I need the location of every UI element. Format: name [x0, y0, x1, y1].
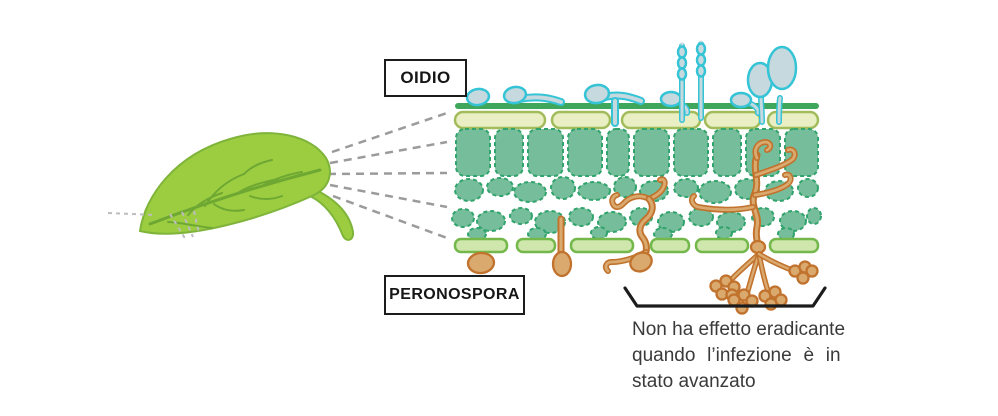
lower-epidermis-cells — [453, 237, 820, 254]
peronospora-hypha-mid-icon — [602, 176, 668, 274]
peronospora-stalked-spore-icon — [551, 215, 573, 278]
oidio-structures — [465, 40, 798, 127]
caption-line-3: stato avanzato — [632, 371, 756, 392]
leaf-detail-dashes — [107, 210, 200, 241]
leaf-petiole-icon — [308, 188, 355, 241]
caption-text: Non ha effetto eradicante quando l’infez… — [632, 317, 850, 395]
oidio-conidiophore-icon — [695, 40, 707, 121]
caption-line-2: quando l’infezione è in — [632, 345, 841, 366]
oidio-label: OIDIO — [400, 68, 451, 87]
oidio-stalked-spore-icon — [746, 61, 774, 125]
peronospora-structures — [466, 139, 819, 315]
oidio-germinating-conidium-icon — [502, 85, 565, 106]
caption-line-1: Non ha effetto eradicante — [632, 319, 846, 340]
peronospora-label: PERONOSPORA — [389, 286, 520, 303]
oidio-stalked-spore-icon — [766, 45, 798, 125]
emphasis-bracket — [623, 286, 827, 308]
oidio-label-box: OIDIO — [384, 59, 467, 97]
oidio-conidium-icon — [465, 87, 491, 107]
leaf-blade-icon — [138, 132, 331, 235]
leaf-illustration — [107, 132, 355, 241]
upper-epidermis-cells — [453, 110, 820, 130]
oidio-conidiophore-icon — [676, 42, 688, 123]
oidio-appressorium-icon — [729, 91, 762, 116]
cuticle-layer — [455, 103, 819, 109]
leaf-cross-section — [451, 103, 822, 254]
peronospora-oospore-icon — [466, 251, 496, 275]
leaf-veins-icon — [148, 159, 322, 229]
palisade-cells — [455, 128, 819, 177]
peronospora-hypha-main-icon — [688, 139, 798, 257]
oidio-penetrating-conidium-icon — [583, 83, 645, 127]
peronospora-sporangiophores-icon — [709, 251, 819, 315]
projection-lines — [327, 111, 448, 240]
peronospora-label-box: PERONOSPORA — [384, 275, 525, 315]
